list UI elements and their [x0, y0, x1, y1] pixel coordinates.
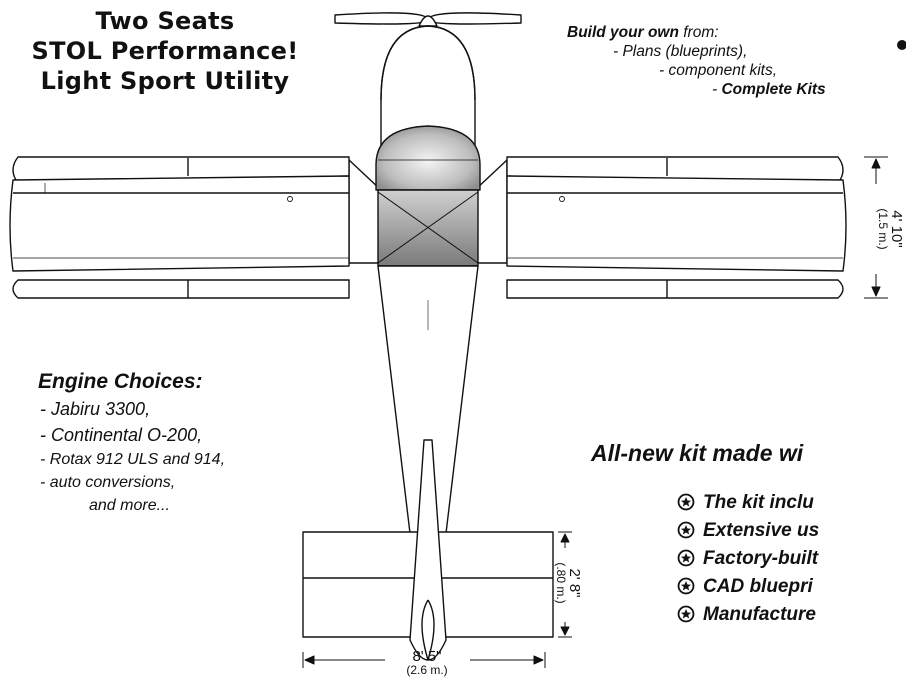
- feature-item-text: The kit inclu: [703, 492, 814, 513]
- feature-item: The kit inclu: [677, 489, 819, 517]
- tail-span-imperial: 8' 5": [412, 648, 442, 665]
- feature-item-text: Factory-built: [703, 548, 819, 569]
- feature-item: Factory-built: [677, 545, 819, 573]
- tail-chord-imperial: 2' 8": [566, 568, 583, 598]
- tail-chord-label: 2' 8" (.80 m.): [551, 553, 583, 613]
- wing-chord-dimension: [864, 156, 888, 299]
- star-circle-icon: [677, 577, 695, 595]
- cabin: [377, 189, 479, 267]
- build-lead: Build your own from:: [567, 23, 826, 42]
- tail-span-label: 8' 5" (2.6 m.): [382, 648, 472, 677]
- engine-item-jabiru: - Jabiru 3300,: [40, 399, 151, 419]
- feature-item-text: CAD bluepri: [703, 576, 813, 597]
- feature-item-text: Extensive us: [703, 520, 820, 541]
- build-item-complete-prefix: -: [712, 81, 722, 98]
- build-item-complete: - Complete Kits: [567, 80, 826, 99]
- build-item-component: - component kits,: [659, 62, 778, 79]
- wing-chord-imperial: 4' 10": [888, 210, 905, 248]
- canopy: [375, 125, 481, 191]
- feature-item: Extensive us: [677, 517, 819, 545]
- build-item-complete-bold: Complete Kits: [721, 81, 826, 98]
- engine-choices-title: Engine Choices:: [38, 370, 203, 393]
- tail-chord-dimension: [558, 531, 572, 638]
- headline: Two Seats STOL Performance! Light Sport …: [0, 6, 330, 96]
- build-item-plans: - Plans (blueprints),: [613, 43, 748, 60]
- feature-item: Manufacture: [677, 601, 819, 629]
- feature-item: CAD bluepri: [677, 573, 819, 601]
- engine-item-continental: - Continental O-200,: [40, 425, 203, 445]
- right-wing: [506, 156, 847, 299]
- vertical-fin: [409, 439, 447, 661]
- circle-mark-icon: [897, 40, 906, 50]
- build-lead-rest: from:: [678, 24, 719, 41]
- left-wing: [9, 156, 350, 299]
- wing-chord-label: 4' 10" (1.5 m.): [869, 184, 905, 274]
- propeller: [334, 12, 522, 27]
- feature-item-text: Manufacture: [703, 604, 816, 625]
- headline-line-1: Two Seats: [95, 7, 235, 35]
- tail-span-dimension: [302, 652, 546, 668]
- engine-item-more: and more...: [89, 497, 170, 514]
- headline-line-3: Light Sport Utility: [40, 67, 290, 95]
- engine-item-auto: - auto conversions,: [40, 474, 176, 491]
- kit-features: The kit inclu Extensive us Factory-built…: [677, 489, 819, 629]
- star-circle-icon: [677, 521, 695, 539]
- star-circle-icon: [677, 605, 695, 623]
- star-circle-icon: [677, 493, 695, 511]
- headline-line-2: STOL Performance!: [31, 37, 299, 65]
- tail-span-metric: (2.6 m.): [406, 663, 448, 677]
- tail-chord-metric: (.80 m.): [554, 562, 568, 604]
- build-options: Build your own from: - Plans (blueprints…: [567, 23, 826, 99]
- kit-title: All-new kit made wi: [591, 440, 804, 466]
- wing-chord-metric: (1.5 m.): [876, 208, 890, 250]
- engine-item-rotax: - Rotax 912 ULS and 914,: [40, 451, 226, 468]
- star-circle-icon: [677, 549, 695, 567]
- engine-choices: Engine Choices: - Jabiru 3300, - Contine…: [38, 370, 225, 517]
- build-lead-bold: Build your own: [567, 24, 679, 41]
